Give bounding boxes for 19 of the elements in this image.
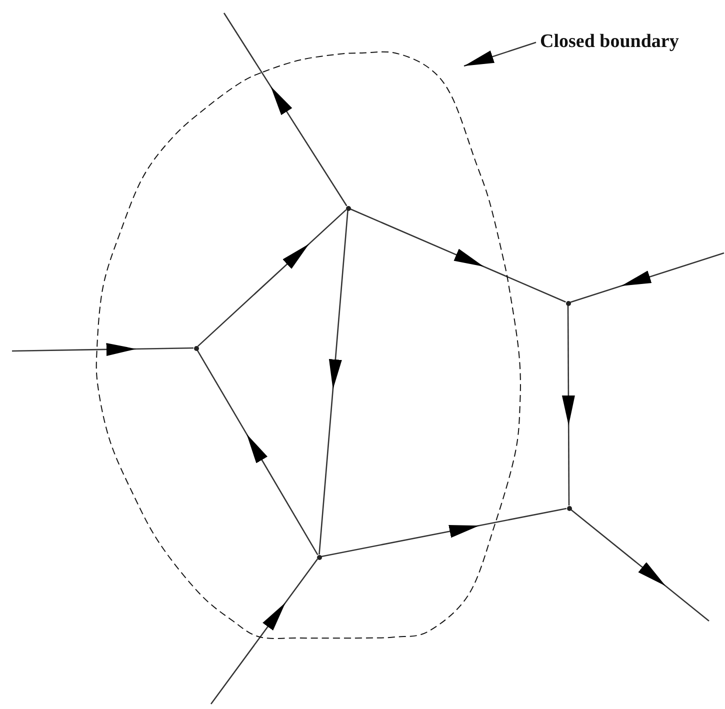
- arrow: [570, 509, 710, 622]
- arrow: [197, 209, 347, 347]
- arrow: [12, 342, 194, 356]
- closed-boundary-outline: [96, 52, 521, 639]
- junction-dot: [346, 206, 350, 210]
- boundary-callout-text: Closed boundary: [540, 31, 679, 54]
- leader-arrow: [464, 42, 536, 67]
- arrow: [562, 306, 575, 506]
- arrow: [350, 208, 566, 303]
- junction-dot: [194, 346, 198, 350]
- arrow: [196, 350, 318, 556]
- arrow: [570, 252, 724, 303]
- junction-dot: [566, 506, 572, 510]
- junction-dot: [566, 300, 570, 306]
- arrow: [318, 210, 348, 555]
- junction-dot: [316, 554, 322, 560]
- arrow: [210, 558, 318, 704]
- arrow: [223, 12, 348, 206]
- arrow: [321, 508, 567, 558]
